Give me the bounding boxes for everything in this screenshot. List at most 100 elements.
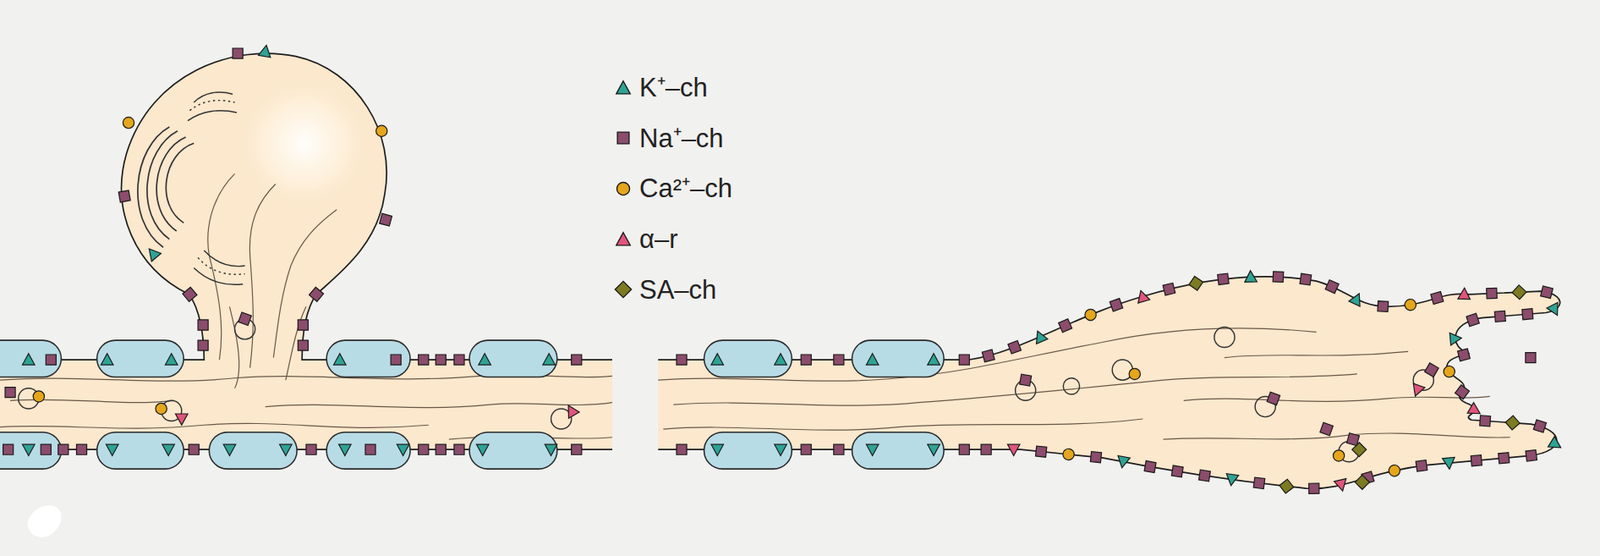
potassium-channel xyxy=(774,443,787,455)
sodium-channel xyxy=(197,339,209,351)
sodium-channel xyxy=(1522,308,1534,320)
sodium-channel xyxy=(1019,373,1032,386)
sodium-channel xyxy=(981,349,995,362)
legend: K⁺–chNa⁺–chCa²⁺–chα–rSA–ch xyxy=(613,62,733,315)
potassium-channel xyxy=(927,443,940,455)
sodium-channel xyxy=(1470,454,1482,466)
potassium-channel xyxy=(1548,436,1565,453)
sodium-channel xyxy=(1424,362,1439,377)
sodium-channel xyxy=(800,443,811,455)
sodium-channel xyxy=(365,443,376,455)
sodium-channel xyxy=(188,443,199,455)
sodium-channel xyxy=(435,354,446,365)
sodium-channel xyxy=(1533,419,1546,433)
sodium-channel xyxy=(1090,451,1102,463)
alpha-receptor xyxy=(1007,443,1020,455)
sodium-channel xyxy=(571,354,582,365)
sodium-channel xyxy=(1430,291,1444,305)
neuroma-membrane xyxy=(657,276,1560,489)
legend-entry: SA–ch xyxy=(613,263,733,315)
sodium-channel xyxy=(1217,273,1229,285)
legend-text: SA–ch xyxy=(639,276,717,303)
sodium-channel xyxy=(197,319,209,330)
calcium-channel xyxy=(1062,448,1075,461)
sodium-channel xyxy=(435,443,446,455)
alpha-receptor xyxy=(1457,287,1471,300)
legend-entry: Na⁺–ch xyxy=(613,113,733,165)
potassium-channel xyxy=(162,443,175,455)
calcium-channel xyxy=(1083,306,1098,322)
potassium-channel xyxy=(1225,473,1239,487)
sodium-channel xyxy=(1486,287,1498,299)
sodium-channel xyxy=(1347,432,1360,446)
sodium-channel xyxy=(390,354,401,365)
sodium-channel xyxy=(45,354,56,365)
potassium-channel xyxy=(1116,454,1131,469)
sodium-channel xyxy=(306,443,317,455)
potassium-channel xyxy=(1546,301,1563,318)
potassium-channel xyxy=(1442,456,1457,470)
sodium-channel xyxy=(833,443,844,455)
sodium-channel xyxy=(40,443,51,455)
calcium-channel xyxy=(1387,463,1402,477)
myelin-sheaths xyxy=(0,339,944,469)
sodium-channel xyxy=(238,312,252,325)
sodium-channel xyxy=(676,354,687,365)
calcium-channel xyxy=(122,116,134,128)
axon-fibres xyxy=(0,173,613,439)
sa-channel xyxy=(1354,474,1370,489)
sodium-channel xyxy=(1035,445,1047,457)
potassium-channel xyxy=(105,443,118,455)
sodium-channel xyxy=(980,443,992,455)
sodium-channel xyxy=(1058,318,1073,333)
potassium-channel xyxy=(478,353,491,365)
alpha-receptor xyxy=(1134,288,1151,303)
legend-text: K⁺–ch xyxy=(639,74,708,101)
calcium-channel xyxy=(155,402,167,414)
potassium-channel xyxy=(476,443,488,455)
sodium-channel xyxy=(297,339,308,351)
potassium-channel xyxy=(396,443,409,455)
legend-entry: K⁺–ch xyxy=(613,62,733,114)
potassium-channel xyxy=(100,353,113,365)
potassium-channel xyxy=(865,353,878,365)
sodium-channel xyxy=(76,443,87,455)
sodium-channel xyxy=(1008,340,1022,355)
sodium-channel xyxy=(958,443,970,455)
sodium-channel xyxy=(1455,384,1470,400)
soma-axon-fill xyxy=(0,53,613,450)
sodium-channel xyxy=(3,443,14,455)
sodium-channel xyxy=(1479,415,1491,427)
sodium-channel xyxy=(118,190,131,203)
neuroma-fill xyxy=(657,276,1560,489)
sodium-channel xyxy=(1309,482,1320,494)
sodium-channel xyxy=(297,319,308,330)
alpha-receptor xyxy=(616,231,631,245)
sodium-channel xyxy=(1299,273,1312,285)
calcium-channel xyxy=(1332,449,1344,461)
sa-channel xyxy=(1278,477,1295,494)
sodium-channel xyxy=(58,443,69,455)
sodium-channel xyxy=(182,286,198,302)
alpha-receptor xyxy=(1334,478,1349,493)
empty-vesicle xyxy=(1214,326,1235,347)
sodium-channel xyxy=(232,48,243,59)
calcium-channel xyxy=(32,390,44,402)
legend-entry: α–r xyxy=(613,213,733,265)
sodium-channel xyxy=(1266,391,1280,405)
sodium-channel xyxy=(454,443,465,455)
potassium-channel xyxy=(258,43,274,58)
legend-text: Na⁺–ch xyxy=(639,125,724,152)
calcium-channel xyxy=(1128,367,1140,379)
golgi-apparatus xyxy=(137,126,194,247)
potassium-channel xyxy=(279,443,292,455)
sodium-channel xyxy=(1144,460,1157,473)
sodium-channel xyxy=(1162,282,1176,296)
alpha-receptor xyxy=(563,401,580,418)
sa-channel xyxy=(1187,274,1205,292)
sodium-channel xyxy=(1253,476,1265,488)
legend-swatch xyxy=(613,179,633,198)
potassium-channel xyxy=(164,353,177,365)
legend-text: α–r xyxy=(639,225,679,253)
